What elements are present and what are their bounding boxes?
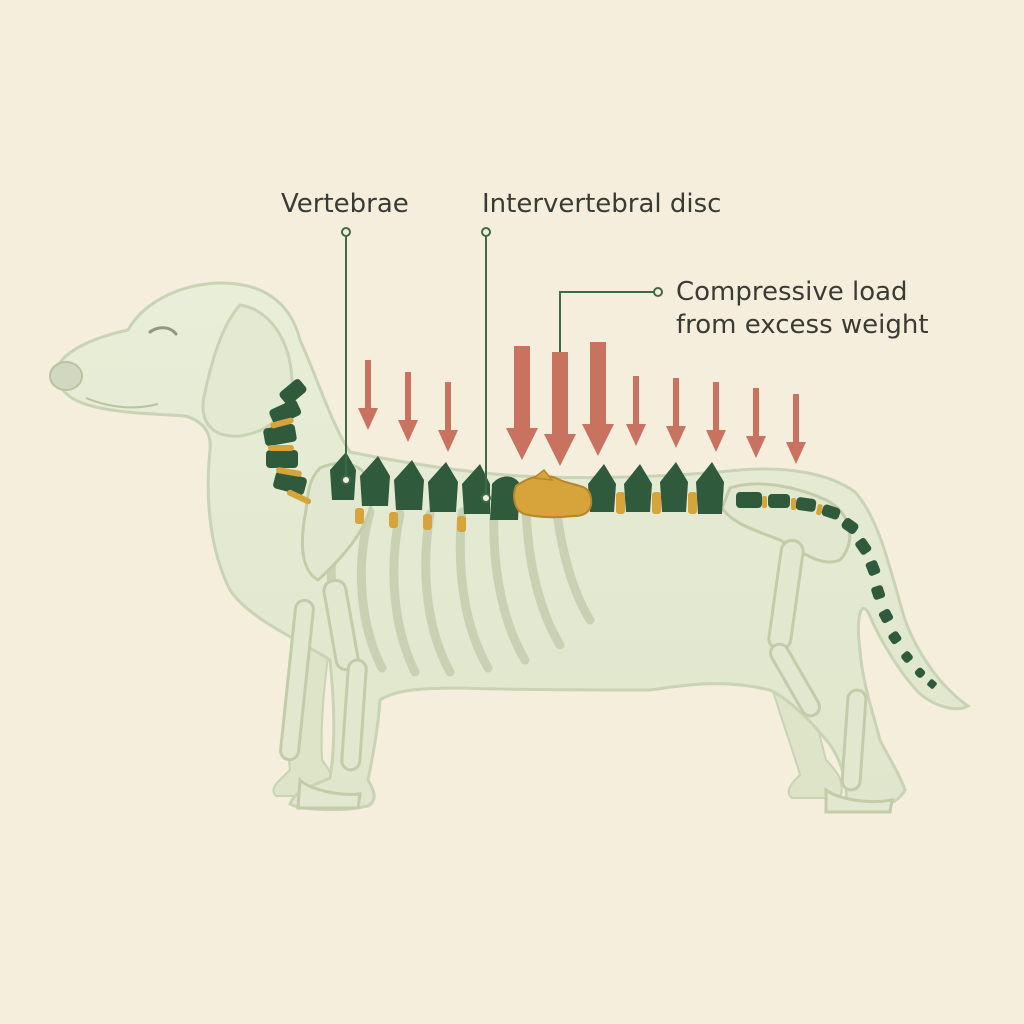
dog-mouth xyxy=(85,397,159,409)
cervical-vertebrae xyxy=(263,379,307,495)
compressive-load-arrows xyxy=(358,342,806,466)
down-arrow-small-6 xyxy=(706,382,726,452)
down-arrow-small-2 xyxy=(398,372,418,442)
down-arrow-small-3 xyxy=(438,382,458,452)
dog-eye xyxy=(148,326,178,336)
load-leader xyxy=(559,287,663,352)
tail-discs xyxy=(762,496,823,516)
down-arrow-large-3 xyxy=(582,342,614,456)
down-arrow-large-1 xyxy=(506,346,538,460)
disc-leader xyxy=(481,227,491,503)
circle-marker-icon xyxy=(481,227,491,237)
circle-marker-icon xyxy=(653,287,663,297)
compressive-load-label-line2: from excess weight xyxy=(676,310,929,340)
down-arrow-large-2 xyxy=(544,352,576,466)
tail-vertebrae xyxy=(736,492,937,689)
circle-marker-icon xyxy=(481,493,491,503)
front-leg-bones xyxy=(279,461,374,810)
down-arrow-small-8 xyxy=(786,394,806,464)
hind-leg-bones xyxy=(720,482,894,814)
vertebrae-label: Vertebrae xyxy=(281,189,409,219)
down-arrow-small-4 xyxy=(626,376,646,446)
intervertebral-disc-label: Intervertebral disc xyxy=(482,189,722,219)
intervertebral-discs xyxy=(355,492,697,532)
thoracic-lumbar-vertebrae xyxy=(330,452,724,514)
vertebrae-leader xyxy=(341,227,351,485)
down-arrow-small-1 xyxy=(358,360,378,430)
dog-nose xyxy=(49,361,83,391)
herniated-disc xyxy=(513,474,593,519)
dog-ear xyxy=(201,303,294,438)
compressive-load-label-line1: Compressive load xyxy=(676,277,908,307)
down-arrow-small-7 xyxy=(746,388,766,458)
circle-marker-icon xyxy=(341,227,351,237)
cervical-discs xyxy=(268,417,312,505)
spine xyxy=(263,379,937,689)
circle-marker-icon xyxy=(341,475,351,485)
down-arrow-small-5 xyxy=(666,378,686,448)
leader-lines xyxy=(341,227,663,503)
compressed-disc-region xyxy=(490,468,593,520)
